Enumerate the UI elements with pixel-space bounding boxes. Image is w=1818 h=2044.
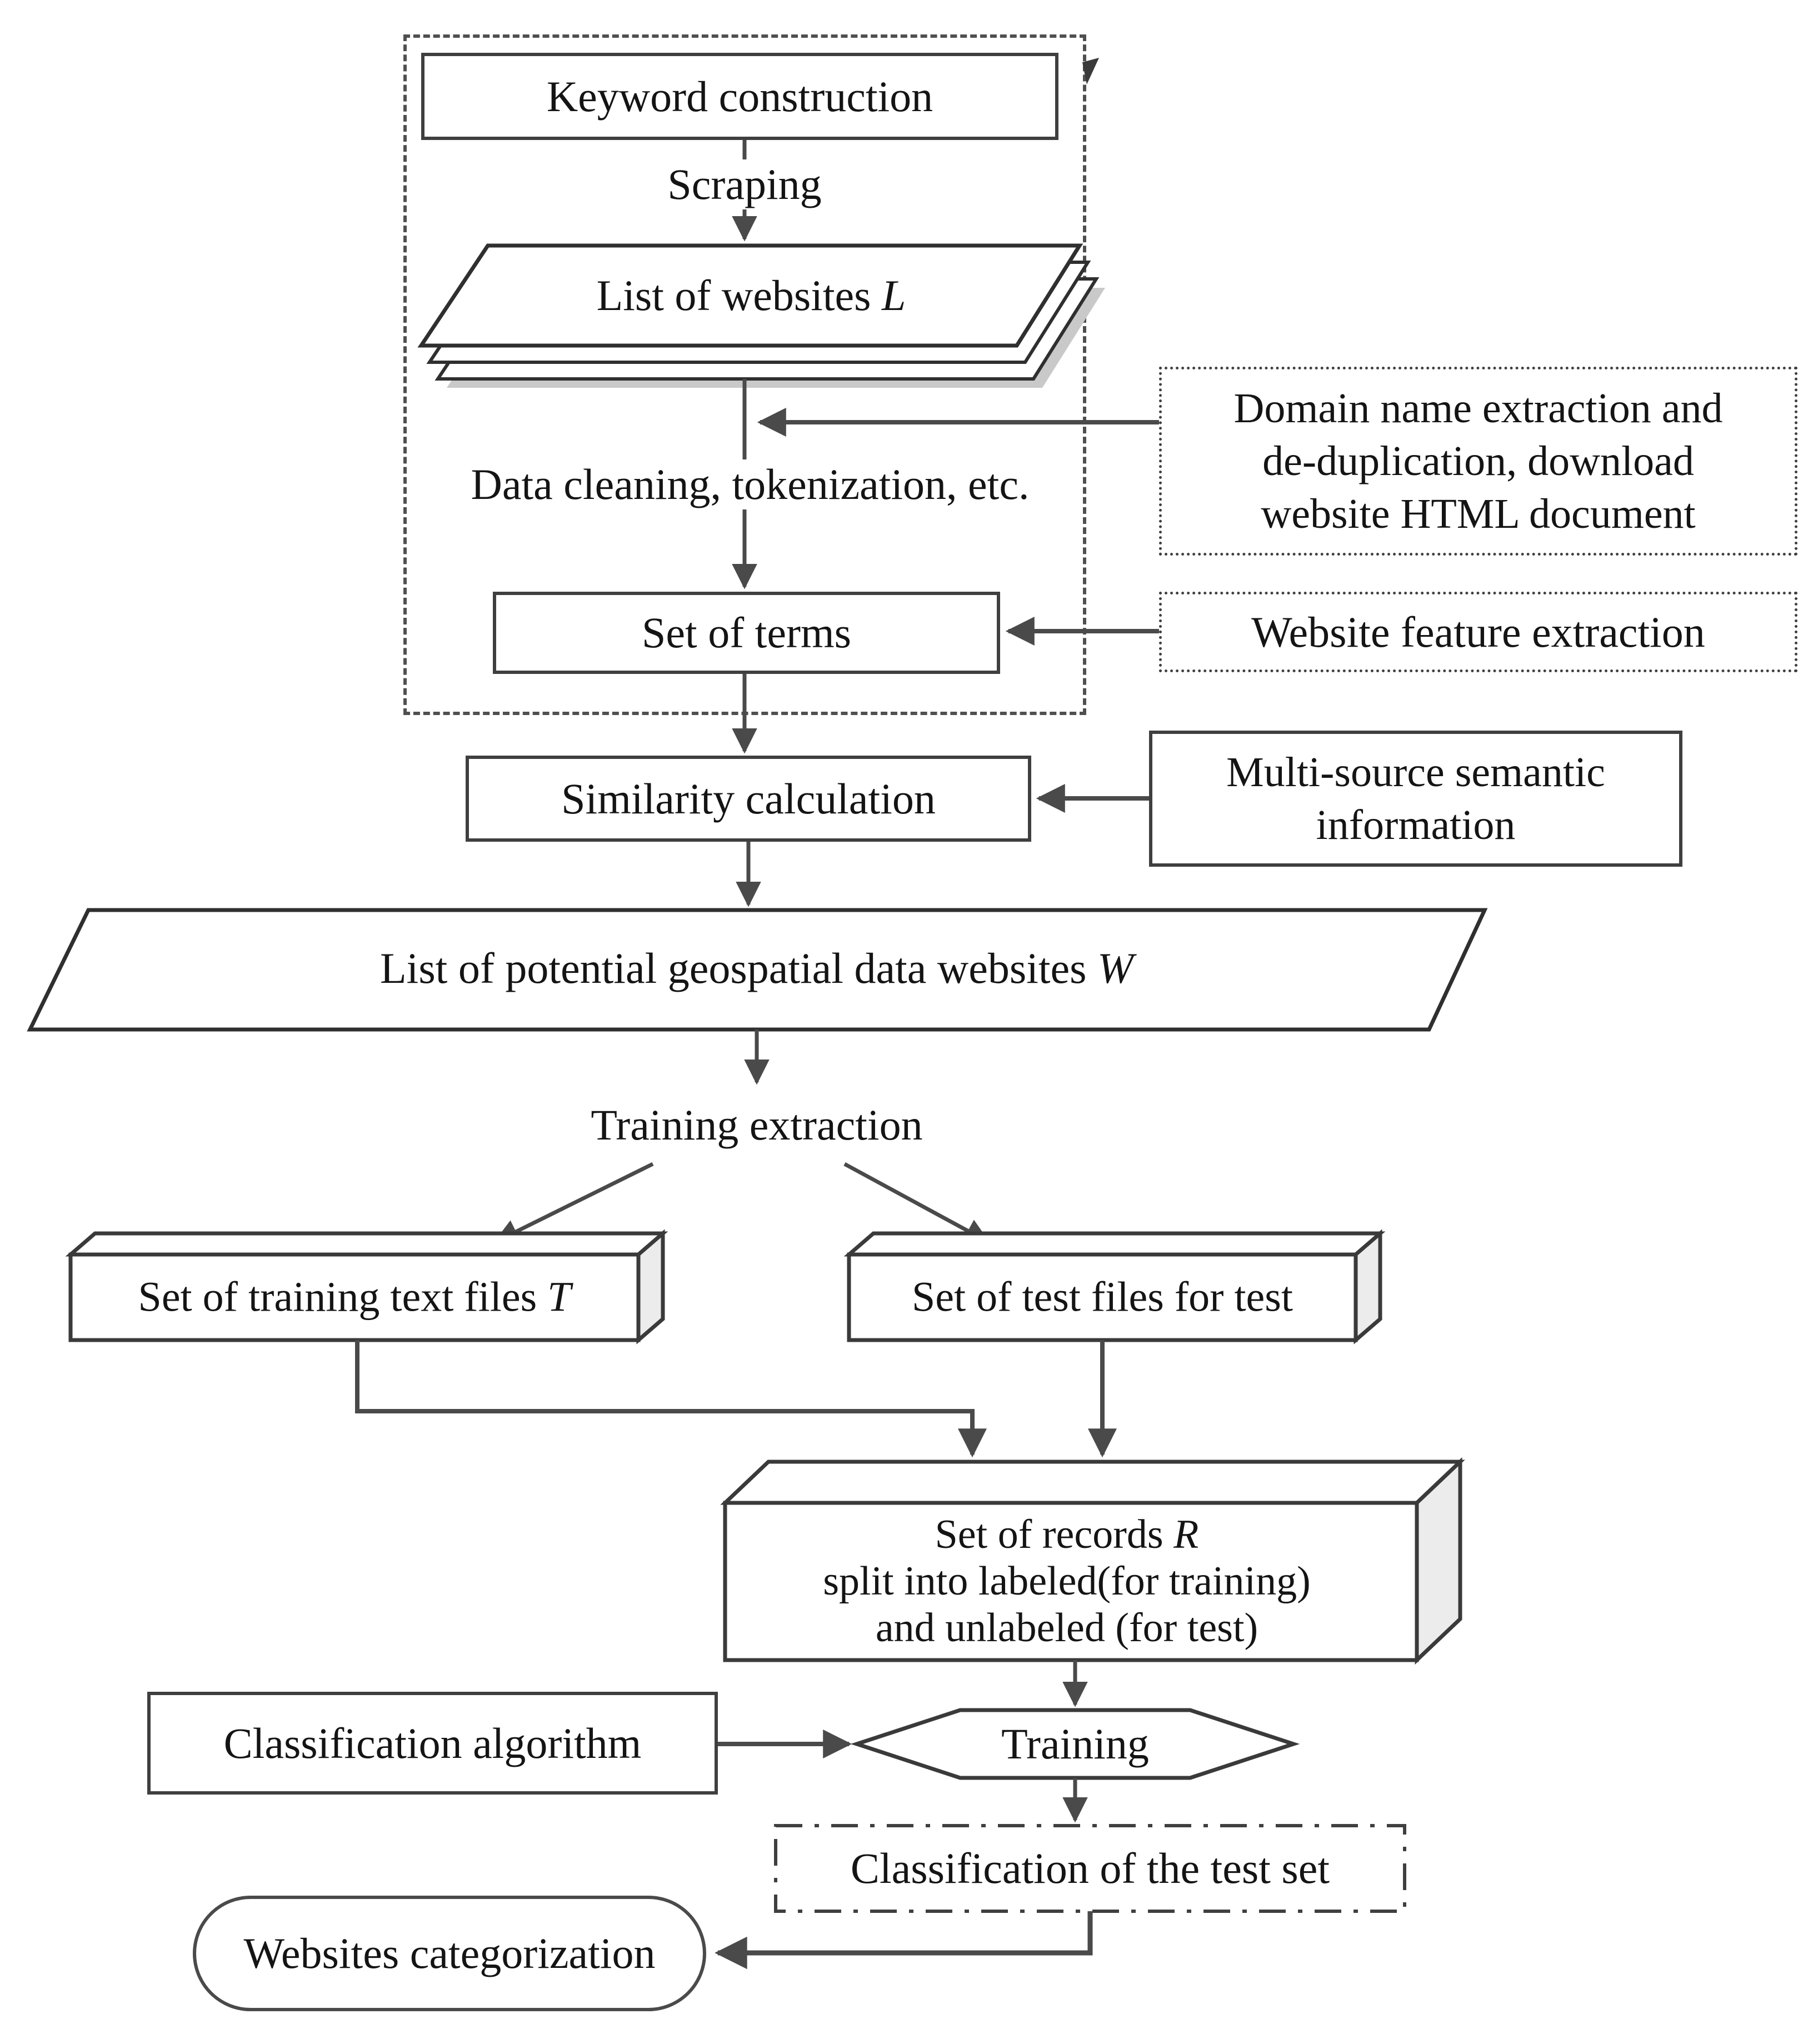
test-files-box-top	[843, 1231, 1386, 1257]
training-files-box-top	[65, 1231, 668, 1257]
data-cleaning-label: Data cleaning, tokenization, etc.	[462, 459, 1038, 509]
records-line1: Set of records R	[935, 1511, 1199, 1558]
multi-source-box: Multi-source semantic information	[1149, 731, 1682, 867]
similarity-calculation-box: Similarity calculation	[466, 756, 1031, 842]
arrow-split-right	[843, 1162, 990, 1244]
classification-algorithm-box: Classification algorithm	[147, 1692, 718, 1795]
classification-algorithm-label: Classification algorithm	[223, 1718, 642, 1767]
classification-test-set-label: Classification of the test set	[851, 1843, 1330, 1893]
training-hexagon-label: Training	[1001, 1719, 1149, 1769]
domain-extraction-box: Domain name extraction and de-duplicatio…	[1159, 367, 1797, 556]
set-of-terms-box: Set of terms	[493, 592, 1000, 674]
test-files-box-side	[1353, 1229, 1382, 1345]
classification-test-set-text: Classification of the test set	[850, 1844, 1330, 1892]
training-hexagon-text: Training	[1001, 1720, 1149, 1768]
multi-source-line1: Multi-source semantic	[1226, 748, 1605, 796]
records-line3: and unlabeled (for test)	[875, 1605, 1258, 1651]
arrow-split-left	[493, 1162, 654, 1244]
training-files-label: Set of training text files T	[138, 1273, 571, 1322]
potential-websites-variable: W	[1097, 944, 1133, 992]
records-line1-variable: R	[1173, 1512, 1199, 1557]
potential-websites-parallelogram	[27, 908, 1488, 1032]
test-files-box-front	[847, 1252, 1358, 1342]
potential-websites-text: List of potential geospatial data websit…	[380, 944, 1098, 992]
training-files-text: Set of training text files	[138, 1273, 548, 1321]
training-hexagon	[850, 1708, 1300, 1780]
set-of-terms-label: Set of terms	[642, 608, 851, 657]
multi-source-line2: information	[1316, 801, 1516, 848]
training-extraction-label: Training extraction	[591, 1100, 922, 1150]
websites-categorization-label: Websites categorization	[243, 1929, 656, 1978]
domain-extraction-line3: website HTML document	[1261, 490, 1696, 537]
list-of-websites-label: List of websites L	[597, 271, 906, 321]
records-line1-text: Set of records	[935, 1512, 1174, 1557]
connector-classification-to-categorization	[715, 1911, 1093, 1970]
test-files-text: Set of test files for test	[912, 1273, 1293, 1321]
training-files-box-front	[68, 1252, 641, 1342]
records-label: Set of records R split into labeled(for …	[823, 1511, 1311, 1651]
websites-categorization-box: Websites categorization	[193, 1896, 706, 2011]
records-box-top	[720, 1460, 1465, 1505]
potential-websites-label: List of potential geospatial data websit…	[380, 943, 1133, 993]
list-of-websites-text: List of websites	[596, 271, 882, 319]
list-websites-sheet-1	[417, 243, 1083, 348]
list-of-websites-variable: L	[882, 271, 906, 319]
keyword-construction-box: Keyword construction	[421, 53, 1058, 140]
domain-extraction-line2: de-duplication, download	[1262, 437, 1694, 484]
similarity-calculation-label: Similarity calculation	[561, 774, 936, 823]
records-line2: split into labeled(for training)	[823, 1558, 1311, 1604]
test-files-label: Set of test files for test	[912, 1273, 1293, 1322]
records-box-front	[723, 1501, 1419, 1662]
classification-test-set-box	[774, 1824, 1406, 1913]
training-extraction-text: Training extraction	[591, 1101, 923, 1149]
connector-training-files-to-records	[355, 1340, 987, 1458]
website-feature-extraction-box: Website feature extraction	[1159, 592, 1797, 672]
scraping-text: Scraping	[667, 160, 822, 208]
keyword-construction-label: Keyword construction	[546, 72, 933, 121]
training-files-box-side	[636, 1229, 665, 1345]
website-feature-extraction-label: Website feature extraction	[1251, 607, 1705, 656]
training-files-variable: T	[547, 1273, 571, 1321]
corner-tick-mark	[1082, 58, 1099, 84]
domain-extraction-line1: Domain name extraction and	[1233, 384, 1723, 432]
scraping-label: Scraping	[658, 159, 831, 209]
data-cleaning-text: Data cleaning, tokenization, etc.	[471, 460, 1030, 508]
